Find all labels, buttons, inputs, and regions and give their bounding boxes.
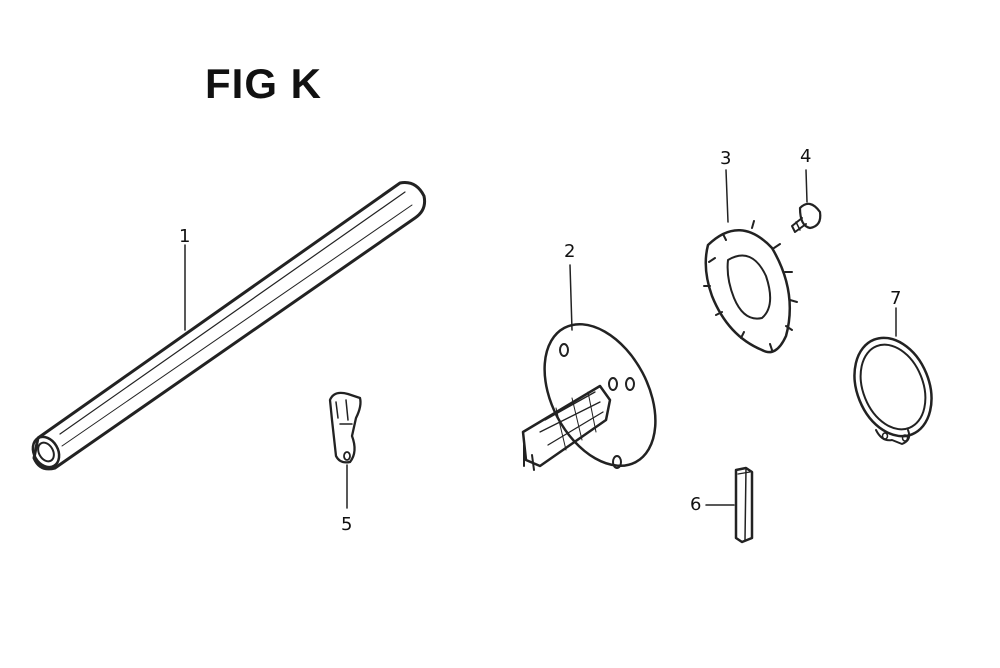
figure-title: FIG K — [205, 60, 322, 107]
key-pin-icon — [734, 466, 754, 544]
callout-part-4: 4 — [800, 146, 812, 167]
callout-part-6: 6 — [690, 494, 702, 515]
callout-part-5: 5 — [341, 514, 353, 535]
leader-line-3 — [725, 169, 729, 223]
snap-ring-icon — [853, 336, 933, 445]
tube-shaft-icon — [31, 181, 427, 471]
flange-hub-icon — [521, 322, 657, 471]
screw-icon — [791, 202, 822, 233]
toothed-washer-icon — [703, 220, 798, 354]
leader-line-4 — [805, 169, 808, 203]
callout-part-2: 2 — [564, 241, 576, 262]
callout-part-7: 7 — [890, 288, 902, 309]
leader-line-2 — [569, 264, 573, 331]
clip-bracket-icon — [328, 391, 362, 464]
callout-part-1: 1 — [179, 226, 191, 247]
callout-part-3: 3 — [720, 148, 732, 169]
